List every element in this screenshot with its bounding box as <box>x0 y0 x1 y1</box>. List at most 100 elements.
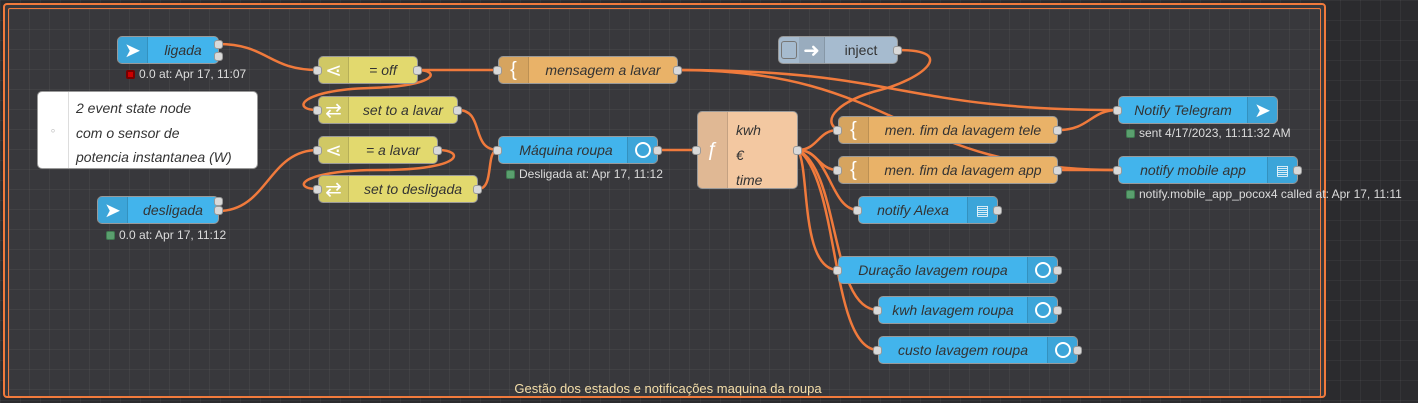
wire <box>457 108 499 152</box>
output-port[interactable] <box>413 66 422 75</box>
inject-arrow-icon: ➜ <box>799 37 825 63</box>
wire <box>796 149 839 272</box>
node-change-set-a-lavar[interactable]: ⇄ set to a lavar <box>318 96 458 124</box>
wire <box>302 68 432 112</box>
input-port[interactable] <box>493 66 502 75</box>
node-kwh-lavagem[interactable]: kwh lavagem roupa <box>878 296 1058 324</box>
comment-icon: ◦ <box>38 92 69 168</box>
node-status-desligada: 0.0 at: Apr 17, 11:12 <box>106 228 226 242</box>
status-text: Desligada at: Apr 17, 11:12 <box>519 167 663 181</box>
node-notify-mobile-app[interactable]: notify mobile app ▤ <box>1118 156 1298 184</box>
node-label: mensagem a lavar <box>545 62 661 78</box>
node-label: notify Alexa <box>877 202 949 218</box>
status-dot-green <box>106 230 115 240</box>
input-port[interactable] <box>313 185 322 194</box>
change-icon: ⇄ <box>319 97 349 123</box>
input-port[interactable] <box>853 206 862 215</box>
wire <box>797 128 839 152</box>
output-port[interactable] <box>1053 266 1062 275</box>
node-label: kwh lavagem roupa <box>892 302 1014 318</box>
node-duracao-lavagem[interactable]: Duração lavagem roupa <box>838 256 1058 284</box>
router-icon: ▤ <box>1267 157 1297 183</box>
output-port[interactable] <box>453 106 462 115</box>
output-port[interactable] <box>214 197 223 206</box>
output-port[interactable] <box>214 206 223 215</box>
node-status-maquina: Desligada at: Apr 17, 11:12 <box>506 167 663 181</box>
node-change-set-desligada[interactable]: ⇄ set to desligada <box>318 175 478 203</box>
input-port[interactable] <box>873 306 882 315</box>
output-port[interactable] <box>1053 126 1062 135</box>
output-port[interactable] <box>1293 166 1302 175</box>
input-port[interactable] <box>833 126 842 135</box>
node-label: notify mobile app <box>1140 162 1246 178</box>
input-port[interactable] <box>833 266 842 275</box>
entity-icon <box>1027 257 1057 283</box>
node-template-men-app[interactable]: { men. fim da lavagem app <box>838 156 1058 184</box>
template-icon: { <box>839 117 869 143</box>
input-port[interactable] <box>313 106 322 115</box>
output-port[interactable] <box>214 40 223 49</box>
input-port[interactable] <box>313 66 322 75</box>
output-port[interactable] <box>473 185 482 194</box>
node-function[interactable]: ƒ kwh € time <box>697 111 798 189</box>
input-port[interactable] <box>493 146 502 155</box>
output-port[interactable] <box>1053 306 1062 315</box>
template-icon: { <box>499 57 529 83</box>
entity-icon <box>1027 297 1057 323</box>
group-label: Gestão dos estados e notificações maquin… <box>514 381 822 396</box>
status-text: 0.0 at: Apr 17, 11:07 <box>139 67 247 81</box>
output-port[interactable] <box>993 206 1002 215</box>
input-port[interactable] <box>833 166 842 175</box>
node-label: Máquina roupa <box>519 142 613 158</box>
function-output-label: time <box>736 172 763 188</box>
node-label: inject <box>844 42 878 58</box>
input-port[interactable] <box>692 146 701 155</box>
output-port[interactable] <box>793 146 802 155</box>
node-template-men-tele[interactable]: { men. fim da lavagem tele <box>838 116 1058 144</box>
telegram-icon: ➤ <box>1247 97 1277 123</box>
node-inject[interactable]: ➜ inject <box>778 36 898 64</box>
node-label: men. fim da lavagem app <box>884 162 1042 178</box>
input-port[interactable] <box>873 346 882 355</box>
input-port[interactable] <box>313 146 322 155</box>
node-label: Duração lavagem roupa <box>858 262 1008 278</box>
output-port[interactable] <box>433 146 442 155</box>
output-port[interactable] <box>214 52 223 61</box>
switch-icon: ⋖ <box>319 57 349 83</box>
node-status-telegram: sent 4/17/2023, 11:11:32 AM <box>1126 126 1291 140</box>
node-ligada[interactable]: ➤ ligada <box>117 36 219 64</box>
wire <box>677 68 1119 112</box>
output-port[interactable] <box>1053 166 1062 175</box>
node-template-mensagem[interactable]: { mensagem a lavar <box>498 56 678 84</box>
comment-node[interactable]: ◦ 2 event state node com o sensor de pot… <box>37 91 258 169</box>
wire <box>797 148 879 312</box>
wire <box>1057 108 1119 132</box>
output-port[interactable] <box>673 66 682 75</box>
node-label: desligada <box>143 202 203 218</box>
status-dot-green <box>1126 189 1135 199</box>
status-text: notify.mobile_app_pocox4 called at: Apr … <box>1139 187 1402 201</box>
input-port[interactable] <box>1113 166 1122 175</box>
function-output-label: kwh <box>736 122 761 138</box>
node-switch-off[interactable]: ⋖ = off <box>318 56 418 84</box>
output-port[interactable] <box>653 146 662 155</box>
wire <box>217 42 319 72</box>
status-dot-green <box>506 169 515 179</box>
node-label: Notify Telegram <box>1134 102 1232 118</box>
node-custo-lavagem[interactable]: custo lavagem roupa <box>878 336 1078 364</box>
node-notify-alexa[interactable]: notify Alexa ▤ <box>858 196 998 224</box>
node-notify-telegram[interactable]: Notify Telegram ➤ <box>1118 96 1278 124</box>
function-output-label: € <box>736 147 744 163</box>
function-icon: ƒ <box>698 112 728 188</box>
inject-button[interactable] <box>779 37 799 63</box>
wire <box>797 148 859 212</box>
output-port[interactable] <box>1073 346 1082 355</box>
node-switch-a-lavar[interactable]: ⋖ = a lavar <box>318 136 438 164</box>
node-label: custo lavagem roupa <box>898 342 1028 358</box>
node-desligada[interactable]: ➤ desligada <box>97 196 219 224</box>
status-dot-green <box>1126 128 1135 138</box>
node-maquina-roupa[interactable]: Máquina roupa <box>498 136 658 164</box>
input-port[interactable] <box>1113 106 1122 115</box>
wire <box>830 48 932 132</box>
output-port[interactable] <box>893 46 902 55</box>
